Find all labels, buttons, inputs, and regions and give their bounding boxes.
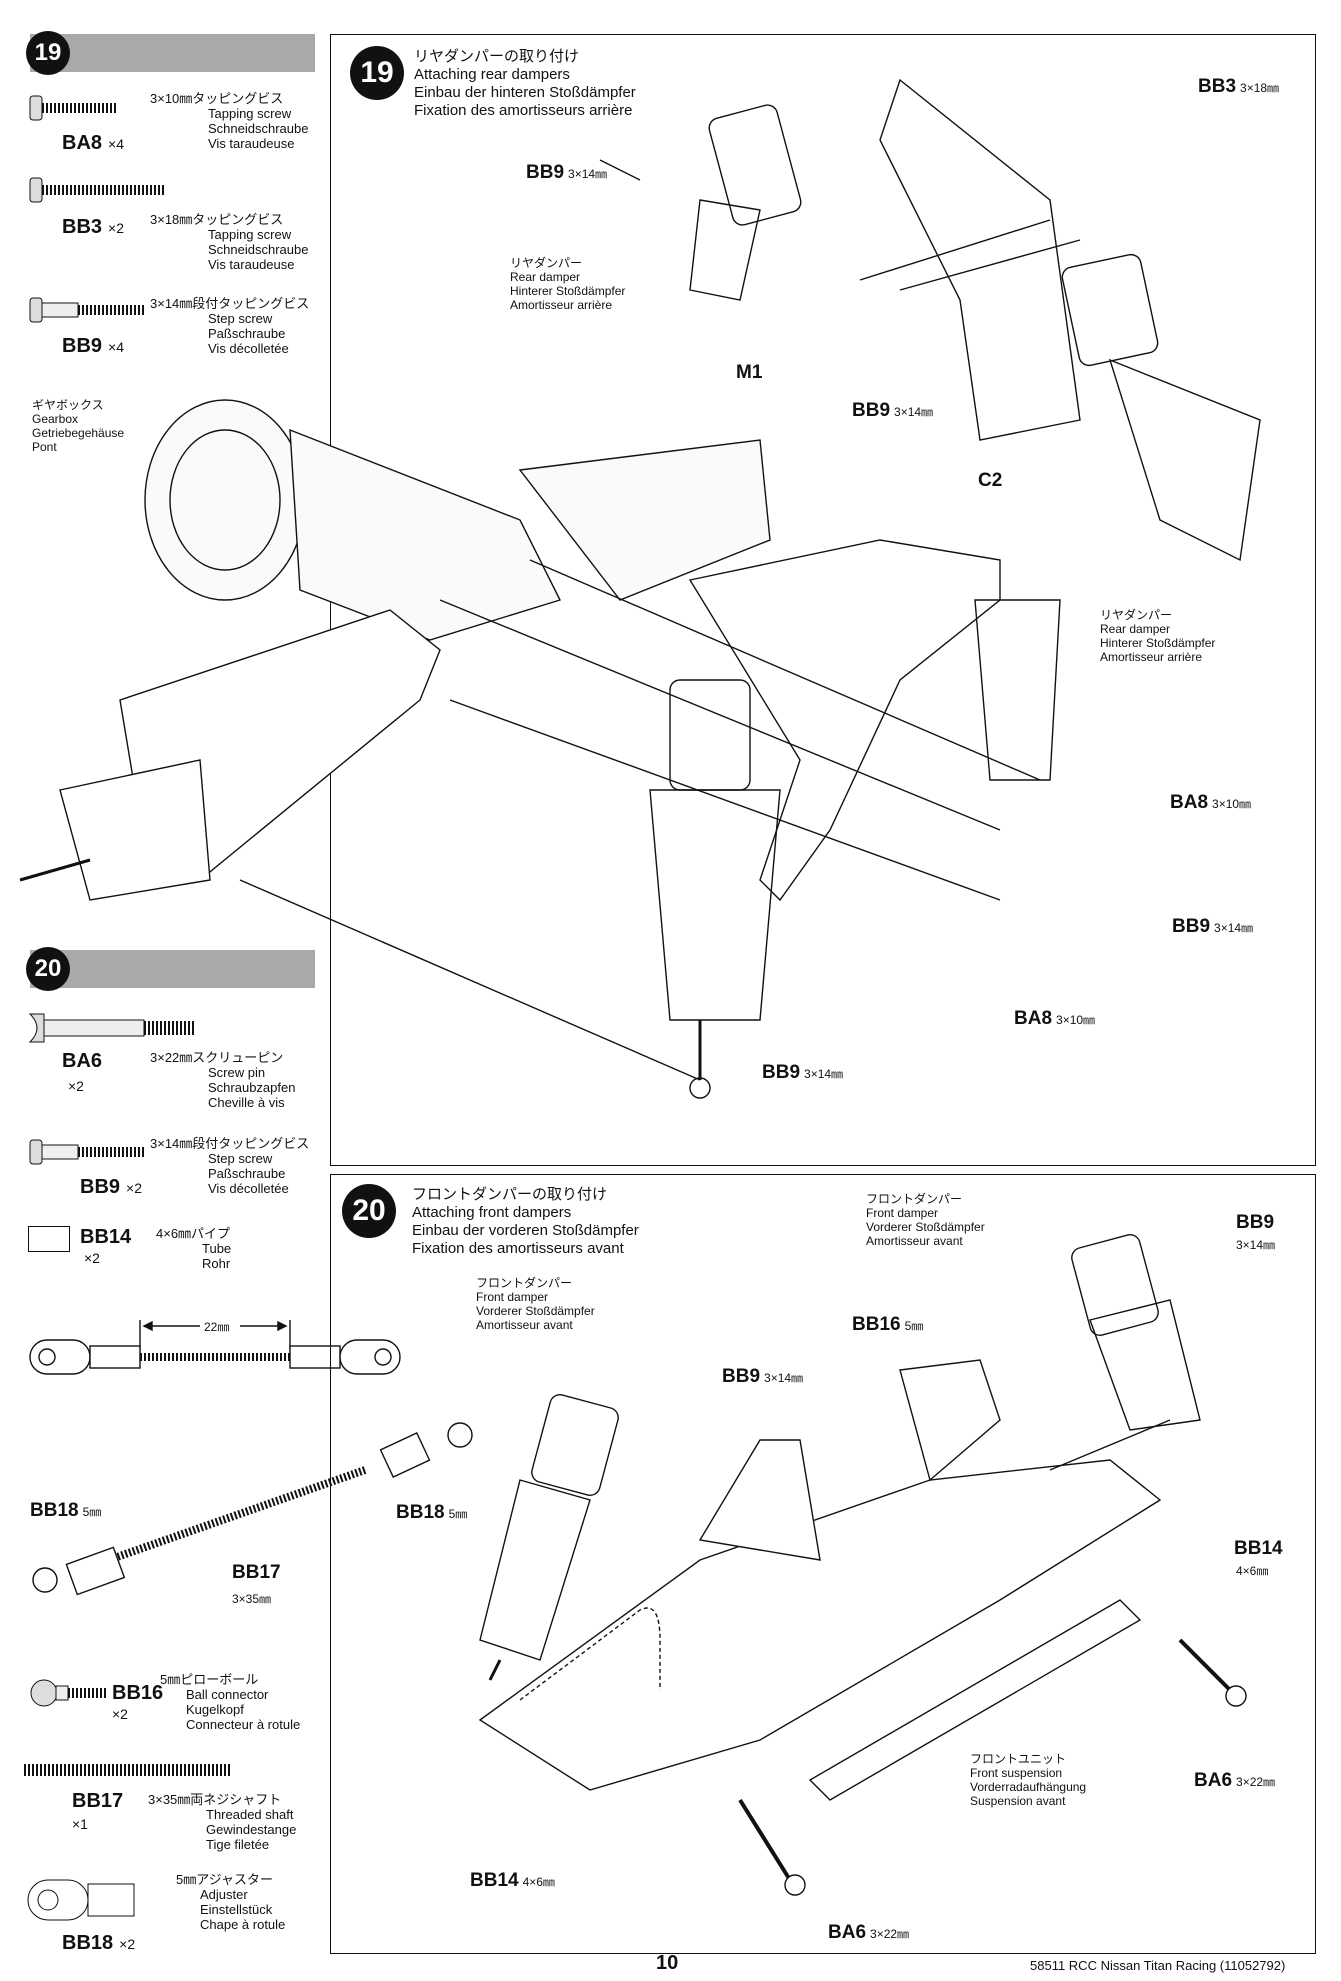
part-qty-bb14: ×2 (84, 1250, 100, 1266)
step-screw-icon (29, 297, 146, 323)
screw-pin-icon (28, 1013, 196, 1043)
step20-panel-title: フロントダンパーの取り付け Attaching front dampers Ei… (412, 1186, 639, 1257)
tapping-screw-long-icon (29, 177, 166, 203)
part-code-ba8: BA8×4 (62, 132, 124, 154)
rod-length-dimension: 22㎜ (204, 1320, 230, 1334)
gearbox-label: ギヤボックス Gearbox Getriebegehäuse Pont (32, 398, 125, 454)
part-desc-bb18: 5㎜アジャスター Adjuster Einstellstück Chape à … (176, 1872, 286, 1932)
part-code-bb9-step20: BB9×2 (80, 1176, 142, 1198)
part-desc-bb16: 5㎜ピローボール Ball connector Kugelkopf Connec… (160, 1672, 301, 1732)
step19-header-bar (30, 34, 315, 72)
step20-header-bar (30, 950, 315, 988)
tube-icon (28, 1226, 70, 1252)
part-qty-bb17: ×1 (72, 1816, 88, 1832)
step19-panel-title: リヤダンパーの取り付け Attaching rear dampers Einba… (414, 48, 636, 119)
rear-damper-label-right: リヤダンパー Rear damper Hinterer Stoßdämpfer … (1100, 608, 1216, 664)
step20-panel-badge: 20 (342, 1184, 396, 1238)
part-desc-ba6: 3×22㎜スクリューピン Screw pin Schraubzapfen Che… (150, 1050, 296, 1110)
adjuster-icon (27, 1879, 135, 1921)
part-code-bb9: BB9×4 (62, 335, 124, 357)
front-damper-label-top: フロントダンパー Front damper Vorderer Stoßdämpf… (866, 1192, 985, 1248)
part-desc-ba8: 3×10㎜タッピングビス Tapping screw Schneidschrau… (150, 91, 309, 151)
step20-panel (330, 1174, 1316, 1954)
part-desc-bb17: 3×35㎜両ネジシャフト Threaded shaft Gewindestang… (148, 1792, 297, 1852)
callout-c2: C2 (978, 470, 1003, 491)
callout-bb9-front-right-size: 3×14㎜ (1236, 1238, 1276, 1252)
front-suspension-label: フロントユニット Front suspension Vorderradaufhä… (970, 1752, 1087, 1808)
part-desc-bb14: 4×6㎜パイプ Tube Rohr (156, 1226, 232, 1271)
threaded-shaft-assembly-drawing (32, 1422, 473, 1596)
page-number: 10 (656, 1952, 679, 1974)
part-qty-bb16: ×2 (112, 1706, 128, 1722)
part-desc-bb9: 3×14㎜段付タッピングビス Step screw Paßschraube Vi… (150, 296, 310, 356)
step-screw-icon (29, 1139, 146, 1165)
callout-bb17-size: 3×35㎜ (232, 1592, 272, 1606)
part-code-bb18: BB18×2 (62, 1932, 136, 1954)
tapping-screw-icon (29, 95, 118, 121)
part-code-bb14: BB14 (80, 1226, 132, 1248)
part-qty-ba6: ×2 (68, 1078, 84, 1094)
part-code-bb3: BB3×2 (62, 216, 124, 238)
product-code: 58511 RCC Nissan Titan Racing (11052792) (1030, 1958, 1286, 1973)
step20-badge: 20 (26, 947, 70, 991)
step19-badge: 19 (26, 31, 70, 75)
callout-bb17-assembly: BB17 (232, 1562, 281, 1583)
part-code-ba6: BA6 (62, 1050, 103, 1072)
part-code-bb16: BB16 (112, 1682, 164, 1704)
callout-bb14-front-right-size: 4×6㎜ (1236, 1564, 1269, 1578)
callout-m1: M1 (736, 362, 763, 383)
ball-connector-icon (30, 1679, 106, 1707)
part-desc-bb3: 3×18㎜タッピングビス Tapping screw Schneidschrau… (150, 212, 309, 272)
part-code-bb17: BB17 (72, 1790, 124, 1812)
rear-damper-label-top: リヤダンパー Rear damper Hinterer Stoßdämpfer … (510, 256, 626, 312)
turnbuckle-rod-drawing (29, 1320, 401, 1375)
callout-bb14-front-right: BB14 (1234, 1538, 1283, 1559)
callout-bb9-front-right: BB9 (1236, 1212, 1275, 1233)
part-desc-bb9-step20: 3×14㎜段付タッピングビス Step screw Paßschraube Vi… (150, 1136, 310, 1196)
front-damper-label-left: フロントダンパー Front damper Vorderer Stoßdämpf… (476, 1276, 595, 1332)
step19-panel-badge: 19 (350, 46, 404, 100)
